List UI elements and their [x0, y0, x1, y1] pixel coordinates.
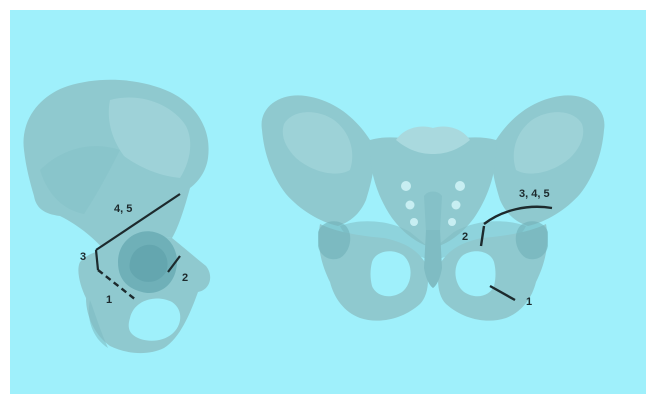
sacral-foramen-3l [410, 218, 418, 226]
diagram-panel: 4, 5 3 1 2 [10, 10, 646, 394]
right-obturator-foramen [455, 251, 495, 296]
sacral-foramen-1r [455, 181, 465, 191]
label-2: 2 [462, 231, 468, 243]
sacral-foramen-2r [452, 201, 461, 210]
label-4-5: 4, 5 [114, 203, 132, 215]
sacral-foramen-3r [448, 218, 456, 226]
left-obturator-foramen [371, 251, 411, 296]
label-2: 2 [182, 272, 188, 284]
sacral-foramen-2l [406, 201, 415, 210]
label-3: 3 [80, 251, 86, 263]
label-1: 1 [526, 296, 532, 308]
sacral-median-crest [424, 192, 442, 237]
label-1: 1 [106, 294, 112, 306]
label-3-4-5: 3, 4, 5 [519, 188, 550, 200]
sacral-foramen-1l [401, 181, 411, 191]
